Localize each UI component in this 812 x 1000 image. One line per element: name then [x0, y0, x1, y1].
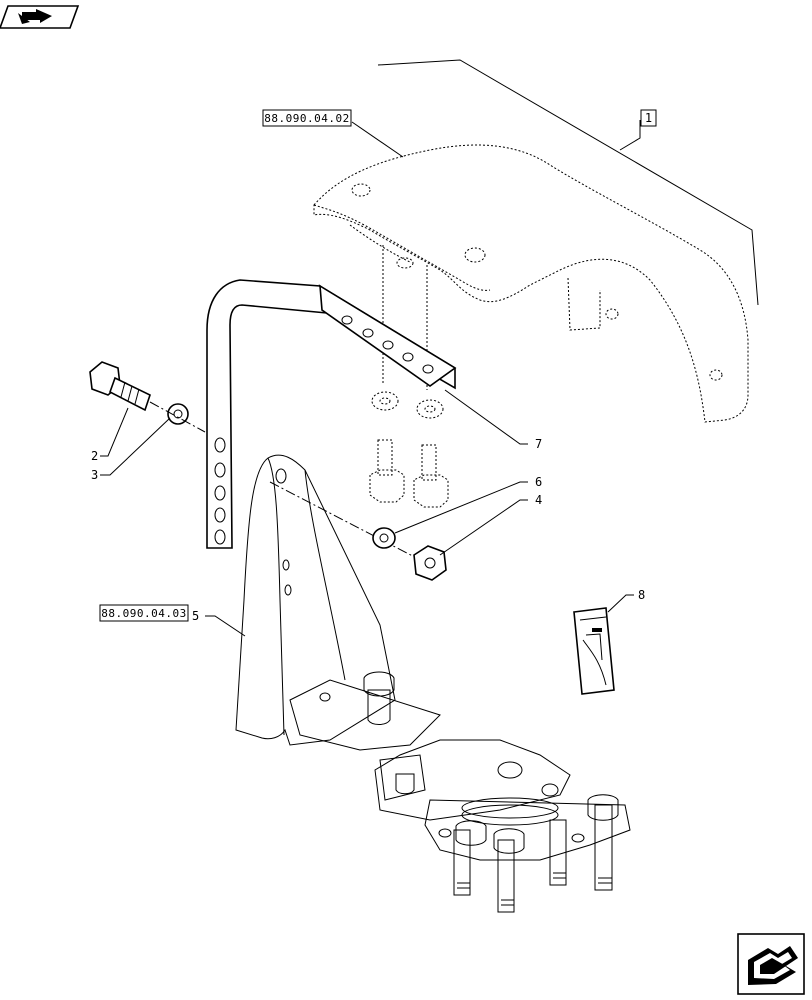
center-line — [149, 401, 206, 433]
decal — [573, 607, 615, 695]
flat-washer — [167, 403, 189, 425]
previous-page-arrow-icon[interactable] — [737, 933, 805, 995]
callout-5: 5 — [192, 609, 199, 623]
callout-1: 1 — [640, 109, 657, 127]
next-page-arrow-icon[interactable] — [0, 5, 80, 29]
callout-4: 4 — [535, 493, 542, 507]
reference-label: 88.090.04.02 — [264, 112, 349, 125]
callout-6: 6 — [535, 475, 542, 489]
bolt-dotted — [369, 439, 449, 508]
washer-dotted — [371, 391, 444, 419]
spring-washer — [372, 527, 396, 549]
fender-bracket — [206, 279, 457, 549]
callout-2: 2 — [91, 449, 98, 463]
fender — [313, 144, 749, 423]
hex-bolt — [89, 361, 151, 412]
reference-box-upper[interactable]: 88.090.04.02 — [262, 109, 352, 127]
mounting-support — [235, 454, 441, 751]
leader-lines — [100, 59, 759, 637]
callout-7: 7 — [535, 437, 542, 451]
reference-label: 88.090.04.03 — [101, 607, 186, 620]
hex-nut — [413, 545, 447, 581]
center-line — [269, 481, 431, 566]
callout-8: 8 — [638, 588, 645, 602]
callout-3: 3 — [91, 468, 98, 482]
reference-box-lower[interactable]: 88.090.04.03 — [99, 604, 189, 622]
callout-number: 1 — [645, 111, 652, 125]
base-assembly — [374, 739, 631, 913]
